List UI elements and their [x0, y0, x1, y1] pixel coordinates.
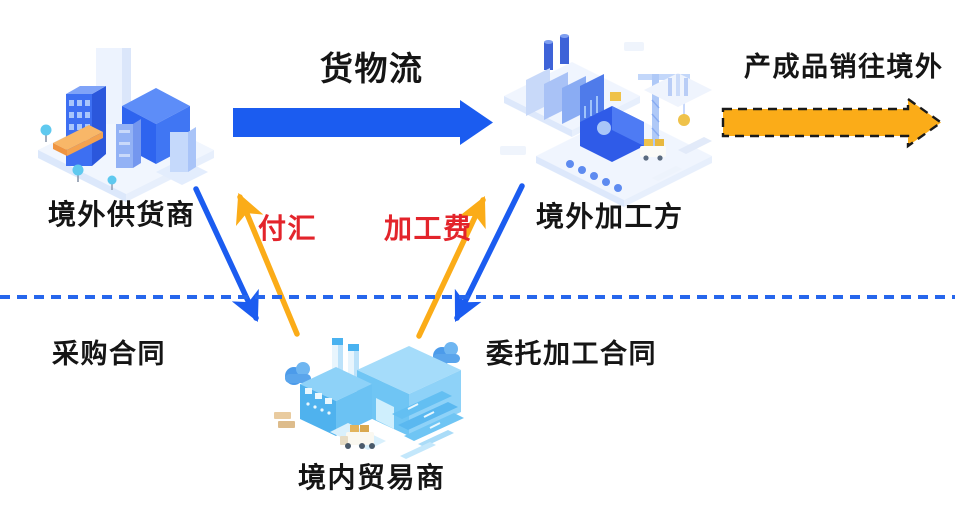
entrusted-processing-contract-label: 委托加工合同: [486, 339, 657, 369]
processing-fee-arrow: [416, 195, 486, 339]
purchase-contract-label: 采购合同: [52, 339, 166, 369]
goods-flow-label: 货物流: [320, 50, 424, 87]
overseas-supplier-illustration: [38, 48, 214, 202]
export-sales-arrow: [721, 96, 944, 149]
processing-fee-label: 加工费: [384, 213, 473, 244]
goods-flow-arrow: [233, 100, 493, 145]
overseas-processor-illustration: [500, 34, 712, 207]
overseas-supplier-label: 境外供货商: [48, 199, 196, 230]
export-sales-label: 产成品销往境外: [744, 52, 944, 82]
payment-remittance-label: 付汇: [258, 213, 318, 244]
domestic-trader-label: 境内贸易商: [298, 462, 446, 493]
payment-remittance-arrow: [235, 192, 300, 337]
domestic-trader-illustration: [274, 338, 464, 459]
overseas-processor-label: 境外加工方: [536, 201, 684, 232]
